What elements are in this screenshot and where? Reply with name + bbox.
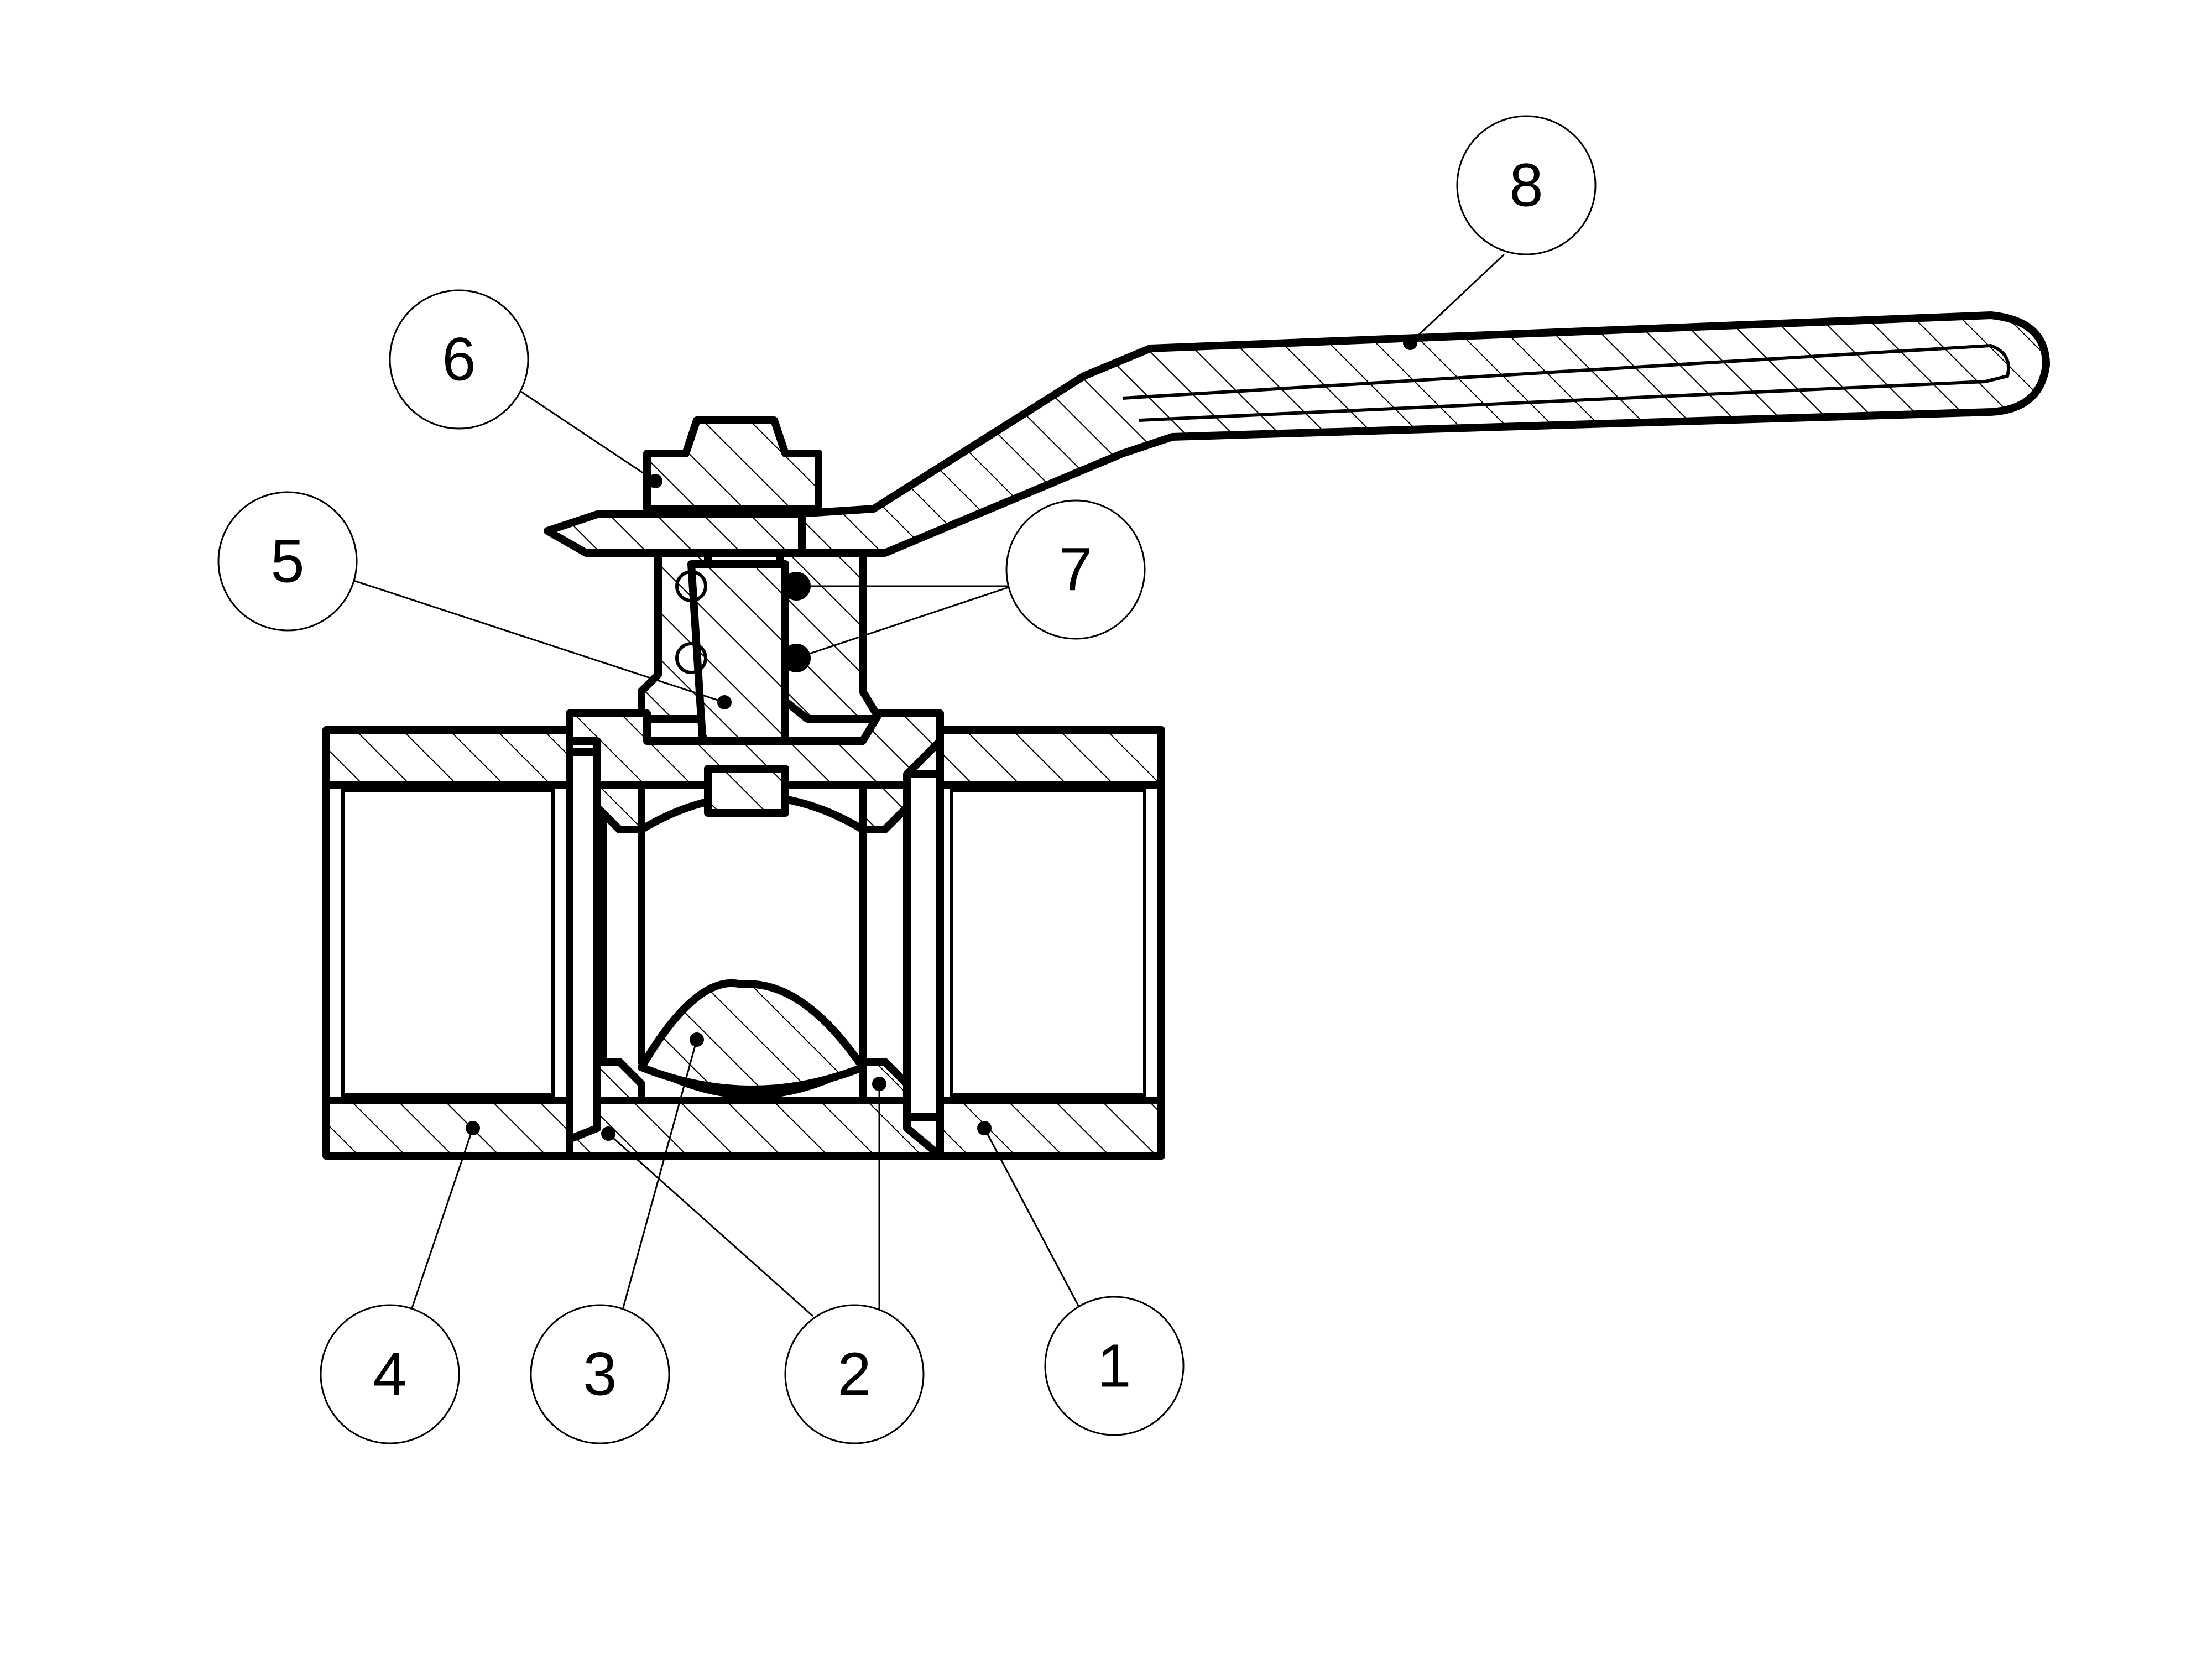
callout-4: 4: [320, 1304, 460, 1444]
leader-lines: [353, 253, 1505, 1322]
valve-body-center: [566, 709, 944, 1160]
callout-label-2: 2: [837, 1340, 871, 1408]
o-ring-left-lower: [675, 642, 707, 674]
callout-label-3: 3: [583, 1340, 617, 1408]
ball: [638, 765, 867, 1099]
callout-1: 1: [1044, 1296, 1185, 1436]
callout-8: 8: [1456, 115, 1597, 255]
callout-label-7: 7: [1058, 536, 1092, 604]
callout-label-4: 4: [373, 1340, 406, 1408]
callout-2: 2: [784, 1304, 925, 1444]
callout-label-8: 8: [1509, 152, 1543, 220]
valve-body-right: [903, 726, 1165, 1160]
o-ring-left-upper: [675, 570, 707, 602]
stem-housing: [638, 549, 883, 773]
callout-6: 6: [389, 289, 529, 430]
seats: [593, 781, 911, 1104]
callout-5: 5: [217, 491, 358, 632]
callout-label-5: 5: [270, 528, 304, 596]
lever-handle: [787, 311, 2050, 557]
callout-label-1: 1: [1097, 1332, 1131, 1400]
valve-body-left: [322, 726, 607, 1160]
callout-3: 3: [530, 1304, 670, 1444]
callout-label-6: 6: [442, 326, 476, 394]
callout-7: 7: [1005, 499, 1146, 640]
stem-and-nut: [544, 416, 822, 557]
